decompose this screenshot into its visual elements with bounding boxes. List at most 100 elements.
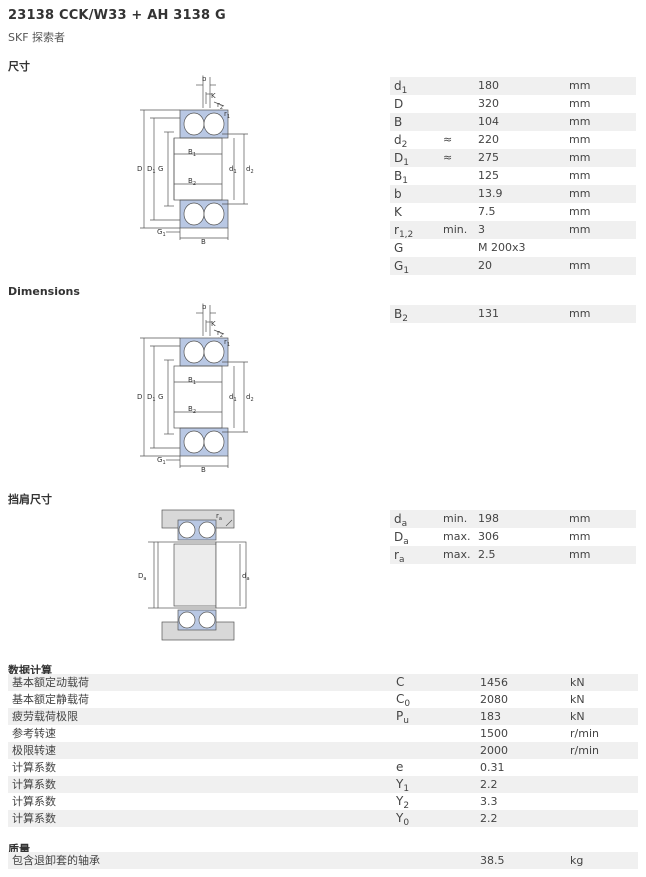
row-value: 306	[478, 530, 499, 543]
label-b: b	[202, 75, 207, 83]
row-qualifier: ≈	[443, 151, 453, 164]
symbol-subscript: 2	[402, 314, 408, 324]
svg-text:d1: d1	[229, 165, 237, 175]
symbol-main: B	[394, 115, 403, 129]
row-unit: mm	[569, 530, 591, 543]
row-value: 220	[478, 133, 499, 146]
symbol-main: G	[394, 259, 404, 273]
row-qualifier: max.	[443, 548, 471, 561]
row-symbol: K	[394, 203, 402, 221]
section-abutment-heading: 挡肩尺寸	[8, 493, 52, 506]
row-value: 13.9	[478, 187, 503, 200]
row-unit: r/min	[570, 727, 599, 740]
symbol-main: C	[396, 675, 405, 689]
symbol-subscript: 1,2	[398, 230, 414, 240]
label-D-2: D	[137, 393, 142, 401]
row-symbol: Y2	[396, 793, 409, 811]
symbol-subscript: 1	[403, 158, 409, 168]
section-calc-heading: 数据计算	[8, 664, 52, 677]
label-r2-2: r	[217, 329, 220, 337]
row-unit: mm	[569, 133, 591, 146]
row-value: 2.5	[478, 548, 496, 561]
row-value: 2.2	[480, 778, 498, 791]
page-title: 23138 CCK/W33 + AH 3138 G	[8, 8, 226, 23]
row-value: 3.3	[480, 795, 498, 808]
dimension-row: D1 ≈275 mm	[390, 149, 636, 168]
calc-row: 参考转速 1500 r/min	[8, 725, 638, 742]
symbol-main: P	[396, 709, 404, 723]
row-unit: kN	[570, 676, 585, 689]
row-unit: mm	[569, 79, 591, 92]
symbol-main: d	[394, 79, 402, 93]
symbol-subscript: a	[398, 555, 405, 565]
row-value: 7.5	[478, 205, 496, 218]
row-label: 计算系数	[12, 761, 56, 774]
symbol-main: r	[394, 548, 399, 562]
symbol-main: G	[394, 241, 404, 255]
symbol-main: Y	[396, 777, 404, 791]
row-label: 计算系数	[12, 795, 56, 808]
row-value: 2080	[480, 693, 508, 706]
row-label: 包含退卸套的轴承	[12, 854, 100, 867]
label-B2-2: B	[188, 405, 193, 413]
symbol-main: b	[394, 187, 402, 201]
row-symbol: G1	[394, 257, 410, 276]
row-qualifier: max.	[443, 530, 471, 543]
row-unit: mm	[569, 115, 591, 128]
row-symbol: C0	[396, 691, 411, 709]
row-value: 104	[478, 115, 499, 128]
svg-text:D1: D1	[147, 393, 156, 403]
row-symbol: Pu	[396, 708, 409, 726]
label-K: K	[211, 92, 216, 100]
row-unit: mm	[569, 205, 591, 218]
row-unit: mm	[569, 169, 591, 182]
svg-text:B1: B1	[188, 376, 196, 386]
row-symbol: D1	[394, 149, 409, 168]
calc-row: 计算系数 Y2 3.3	[8, 793, 638, 811]
symbol-subscript: 1	[403, 266, 410, 276]
label-ra: r	[216, 512, 219, 520]
symbol-main: B	[394, 307, 403, 321]
svg-text:r1: r1	[224, 338, 230, 348]
row-value: 275	[478, 151, 499, 164]
row-label: 参考转速	[12, 727, 56, 740]
row-unit: mm	[569, 151, 591, 164]
svg-text:d1: d1	[229, 393, 237, 403]
dimension-row: B 104 mm	[390, 113, 636, 131]
symbol-subscript: 0	[404, 699, 411, 709]
row-value: 183	[480, 710, 501, 723]
row-symbol: C	[396, 674, 404, 691]
label-d1: d	[229, 165, 233, 173]
symbol-main: B	[394, 169, 403, 183]
row-symbol: B	[394, 113, 402, 131]
row-value: 2000	[480, 744, 508, 757]
abutment-drawing: ra Da da	[138, 509, 250, 641]
row-value: 1500	[480, 727, 508, 740]
label-r1-2: r	[224, 338, 227, 346]
row-symbol: G	[394, 239, 403, 257]
symbol-main: C	[396, 692, 405, 706]
svg-text:B1: B1	[188, 148, 196, 158]
svg-text:da: da	[242, 572, 250, 582]
section-dimensions-heading: 尺寸	[8, 60, 30, 73]
label-G1-2: G	[157, 456, 162, 464]
row-symbol: e	[396, 759, 403, 776]
dimension-row: K 7.5 mm	[390, 203, 636, 221]
row-symbol: Da	[394, 528, 409, 547]
row-symbol: Y1	[396, 776, 409, 794]
